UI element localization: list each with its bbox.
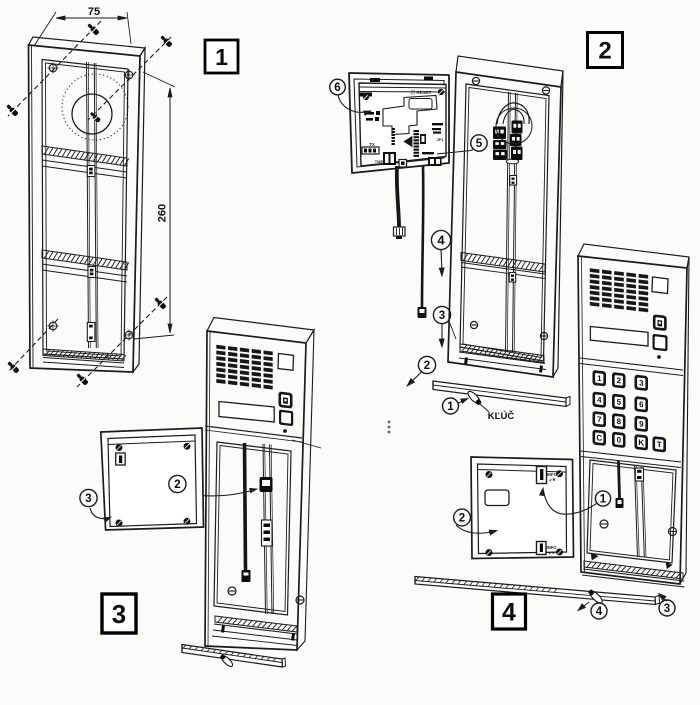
svg-text:2: 2 xyxy=(459,513,465,525)
svg-text:3: 3 xyxy=(85,493,91,505)
svg-text:1: 1 xyxy=(600,494,607,506)
svg-text:3: 3 xyxy=(664,603,670,615)
svg-text:C: C xyxy=(596,433,602,443)
svg-text:1: 1 xyxy=(597,374,602,384)
svg-text:KĽÚČ: KĽÚČ xyxy=(488,410,515,422)
svg-text:4: 4 xyxy=(437,233,445,248)
svg-text:5: 5 xyxy=(617,397,622,407)
svg-text:7: 7 xyxy=(597,415,602,425)
svg-text:3: 3 xyxy=(439,310,445,322)
svg-text:K: K xyxy=(638,438,644,448)
svg-text:↙■: ↙■ xyxy=(548,550,555,555)
svg-text:3: 3 xyxy=(639,378,644,388)
svg-text:6: 6 xyxy=(639,400,644,410)
svg-text:9: 9 xyxy=(639,419,644,429)
svg-text:INFO: INFO xyxy=(546,545,557,550)
svg-text:INFO: INFO xyxy=(547,472,558,477)
svg-text:1: 1 xyxy=(447,401,454,413)
svg-text:75: 75 xyxy=(88,6,100,18)
svg-text:↙■: ↙■ xyxy=(549,477,556,482)
svg-text:4: 4 xyxy=(596,606,603,618)
svg-text:5: 5 xyxy=(476,138,483,150)
svg-text:JP1: JP1 xyxy=(436,137,444,142)
svg-text:TMP: TMP xyxy=(375,159,384,164)
svg-text:2: 2 xyxy=(598,38,611,65)
svg-text:ⓘ RESET: ⓘ RESET xyxy=(411,89,432,96)
svg-text:0: 0 xyxy=(617,435,622,445)
svg-text:4: 4 xyxy=(597,395,602,405)
svg-text:2: 2 xyxy=(424,360,430,372)
svg-text:4: 4 xyxy=(502,599,516,627)
svg-text:1: 1 xyxy=(215,44,228,70)
svg-text:3: 3 xyxy=(112,599,126,629)
svg-text:6: 6 xyxy=(334,82,340,94)
svg-text:260: 260 xyxy=(157,204,169,222)
svg-text:2: 2 xyxy=(174,479,180,491)
svg-text:TX: TX xyxy=(369,142,375,147)
svg-text:2: 2 xyxy=(617,376,622,386)
svg-text:T: T xyxy=(657,440,662,450)
svg-text:8: 8 xyxy=(617,417,622,427)
